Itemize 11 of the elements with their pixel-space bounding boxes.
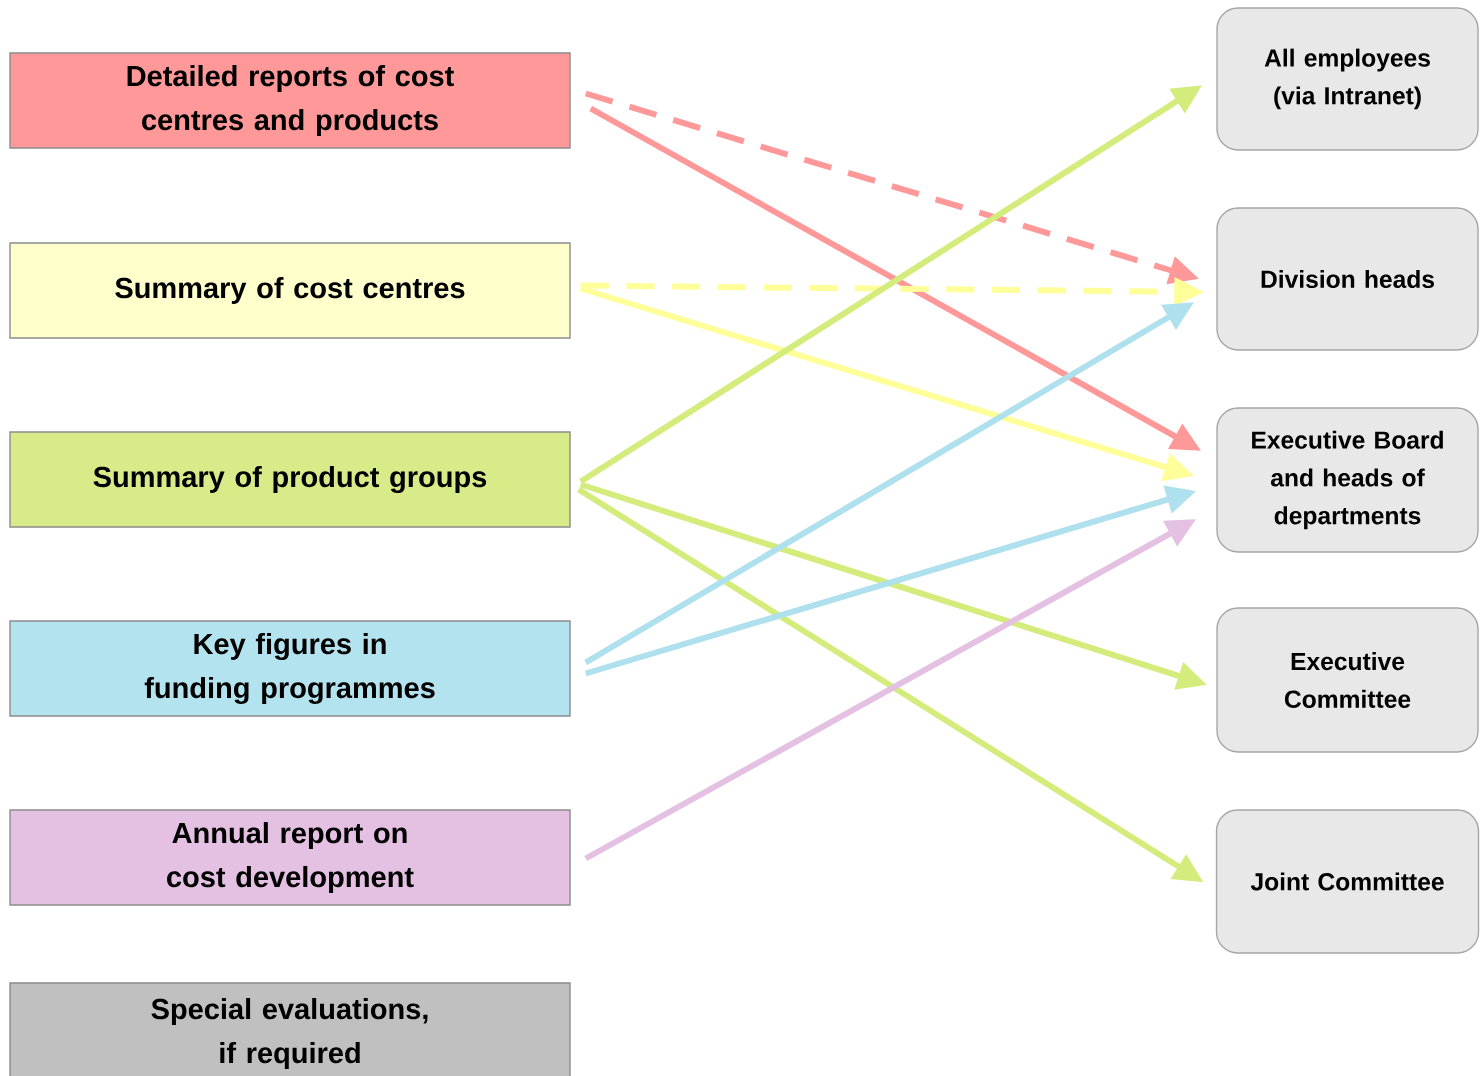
recipient-box: Division heads [1216, 207, 1479, 351]
report-box: Summary of cost centres [9, 242, 571, 339]
report-box: Summary of product groups [9, 431, 571, 528]
report-box: Key figures in funding programmes [9, 620, 571, 717]
recipient-box: Executive Committee [1216, 607, 1479, 753]
recipient-box: Joint Committee [1215, 809, 1480, 954]
recipient-box: Executive Board and heads of departments [1216, 407, 1479, 553]
recipient-box: All employees (via Intranet) [1216, 7, 1479, 151]
report-box: Annual report on cost development [9, 809, 571, 906]
report-box: Detailed reports of cost centres and products [9, 52, 571, 149]
report-box: Special evaluations, if required [9, 982, 571, 1076]
